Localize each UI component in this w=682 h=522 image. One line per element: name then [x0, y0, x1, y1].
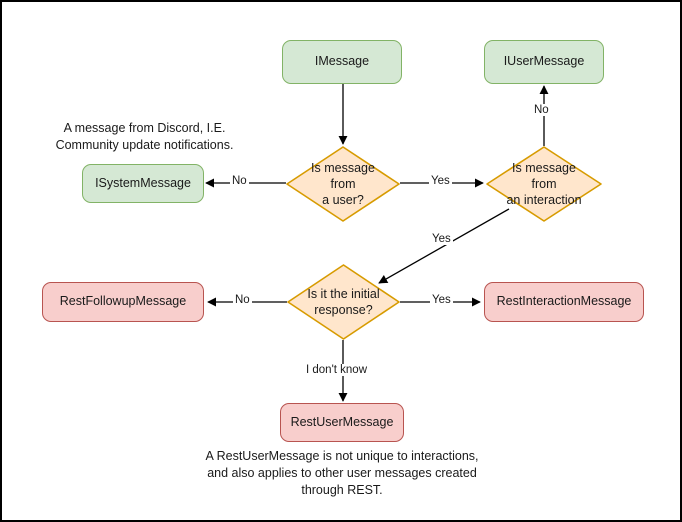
node-restfollowupmessage-label: RestFollowupMessage: [59, 294, 187, 309]
node-restinteractionmessage-label: RestInteractionMessage: [496, 294, 632, 309]
node-is-message-from-a-user-label: Is message from a user?: [311, 160, 375, 208]
note-isystemmessage: A message from Discord, I.E. Community u…: [55, 121, 234, 152]
node-isystemmessage-label: ISystemMessage: [95, 175, 191, 190]
node-is-message-from-an-interaction-label: Is message from an interaction: [506, 160, 582, 208]
node-restinteractionmessage[interactable]: RestInteractionMessage: [484, 282, 644, 322]
node-is-message-from-a-user[interactable]: Is message from a user?: [286, 146, 400, 222]
edge-label-to-interaction-question: Yes: [429, 175, 452, 187]
node-isystemmessage[interactable]: ISystemMessage: [82, 164, 204, 203]
edge-label-to-iusermessage: No: [532, 104, 551, 116]
edge-label-to-restinteractionmessage: Yes: [430, 294, 453, 306]
diamond-shape: [287, 264, 400, 340]
node-is-it-the-initial-response-label: Is it the initial response?: [307, 286, 380, 317]
node-restusermessage[interactable]: RestUserMessage: [280, 403, 404, 442]
edge-label-to-initial-question: Yes: [430, 233, 453, 245]
diamond-shape: [486, 146, 602, 222]
note-restusermessage: A RestUserMessage is not unique to inter…: [205, 449, 479, 497]
edge-label-to-restusermessage: I don't know: [304, 364, 370, 376]
node-iusermessage-label: IUserMessage: [503, 54, 585, 69]
edge-label-to-followupmessage: No: [233, 294, 252, 306]
diamond-shape: [286, 146, 400, 222]
node-imessage-label: IMessage: [314, 54, 370, 69]
node-is-message-from-an-interaction[interactable]: Is message from an interaction: [486, 146, 602, 222]
edge-label-to-systemmessage: No: [230, 175, 249, 187]
node-iusermessage[interactable]: IUserMessage: [484, 40, 604, 84]
node-is-it-the-initial-response[interactable]: Is it the initial response?: [287, 264, 400, 340]
node-restusermessage-label: RestUserMessage: [290, 414, 394, 429]
node-restfollowupmessage[interactable]: RestFollowupMessage: [42, 282, 204, 322]
node-imessage[interactable]: IMessage: [282, 40, 402, 84]
